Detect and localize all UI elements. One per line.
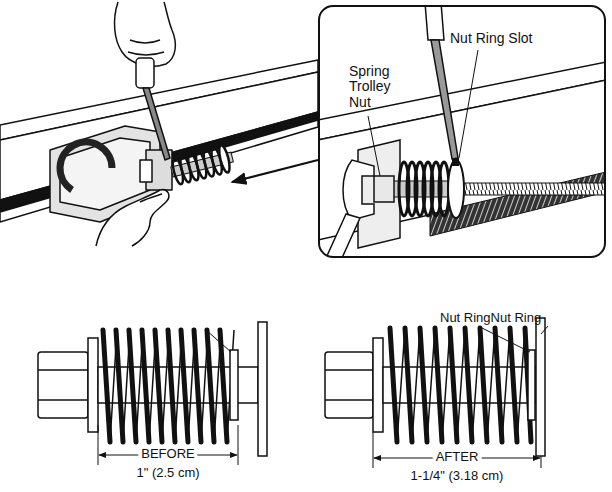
before-assembly — [103, 330, 227, 442]
trolley — [60, 142, 112, 190]
after-assembly — [325, 369, 373, 371]
inset-frame — [319, 6, 605, 257]
after-assembly — [325, 352, 373, 418]
inset-detail — [399, 162, 449, 216]
dimension-line — [206, 330, 231, 352]
after-assembly — [528, 350, 535, 420]
inset-detail — [358, 140, 400, 248]
leader-line — [459, 50, 478, 158]
before-assembly — [230, 350, 238, 420]
dimension-label: BEFORE — [138, 447, 197, 461]
inset-detail — [319, 6, 605, 257]
dimension-line — [373, 326, 548, 468]
after-assembly — [325, 399, 373, 401]
lower-hand — [96, 190, 169, 246]
before-assembly — [258, 322, 267, 456]
before-assembly — [38, 352, 88, 418]
upper-hand — [115, 2, 176, 160]
dimension-line — [478, 326, 530, 352]
dimension-line — [98, 425, 99, 465]
dimension-line — [541, 456, 542, 468]
pointer-arrow — [232, 160, 318, 182]
inset-detail — [374, 176, 394, 202]
dimension-line — [541, 326, 548, 334]
leader-line — [368, 116, 380, 176]
dimension-value: 1" (2.5 cm) — [136, 466, 199, 480]
spring — [169, 143, 236, 185]
before-assembly — [38, 369, 88, 371]
trolley — [60, 138, 150, 210]
inset-detail — [326, 214, 360, 257]
inset-detail — [424, 6, 444, 40]
inset-detail — [448, 160, 464, 218]
part-label: Nut RingNut Ring — [440, 311, 541, 325]
dimension-line — [98, 330, 238, 465]
upper-hand — [143, 88, 170, 160]
inset-detail — [462, 183, 605, 195]
before-assembly — [38, 322, 267, 456]
part-label: Nut Ring Slot — [450, 31, 532, 46]
after-assembly — [536, 318, 545, 456]
inset-detail — [343, 160, 374, 220]
trolley — [140, 160, 152, 182]
after-assembly — [397, 328, 525, 442]
dimension-label: AFTER — [433, 450, 482, 464]
dimension-line — [373, 432, 374, 468]
lower-hand — [140, 194, 162, 202]
after-assembly — [325, 318, 545, 456]
after-assembly — [390, 328, 531, 442]
inset-detail — [319, 6, 605, 257]
before-assembly — [88, 338, 98, 432]
before-assembly — [38, 399, 88, 401]
spring — [217, 144, 232, 173]
after-assembly — [373, 338, 383, 432]
upper-hand — [115, 2, 176, 66]
dimension-line — [238, 425, 239, 465]
upper-hand — [136, 58, 154, 88]
upper-hand — [130, 40, 160, 43]
lower-hand — [96, 190, 169, 246]
dimension-value: 1-1/4" (3.18 cm) — [411, 469, 504, 483]
upper-hand — [128, 52, 164, 55]
inset-detail — [431, 40, 458, 159]
part-label: Spring Trolley Nut — [349, 64, 401, 110]
